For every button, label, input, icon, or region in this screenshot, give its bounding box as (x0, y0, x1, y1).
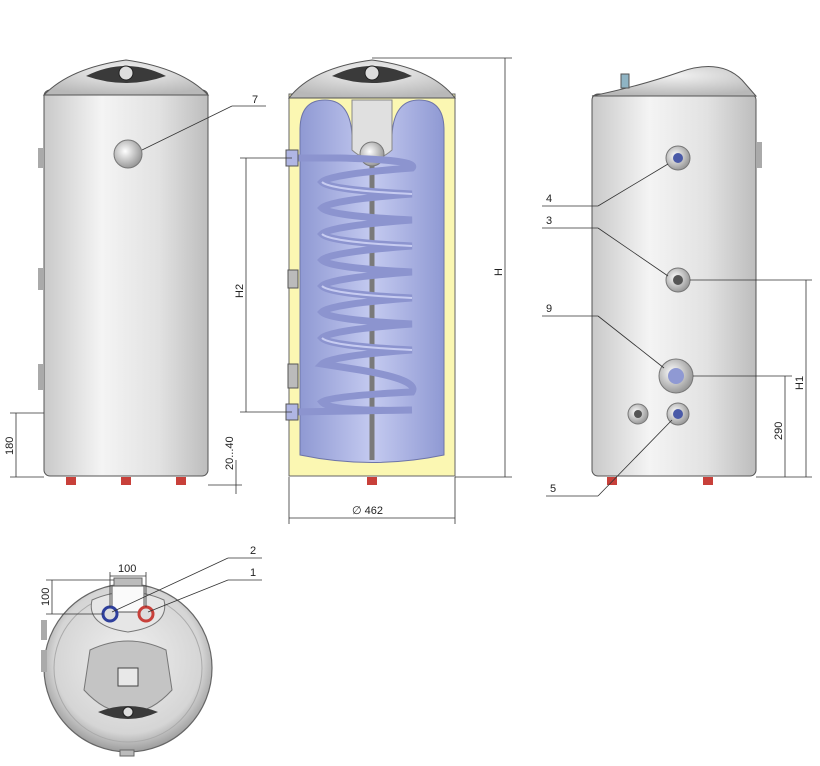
front-view: 7 180 20...40 (4, 59, 266, 494)
callout-5-leader (597, 419, 673, 497)
side-view-port-extra-inner (634, 410, 642, 418)
dim-100-top-label: 100 (118, 563, 136, 575)
callout-3-label: 3 (546, 215, 552, 227)
callout-7-label: 7 (252, 94, 258, 106)
dim-180-label: 180 (4, 437, 16, 455)
side-view-port-3-inner (673, 275, 683, 285)
side-view-foot-1 (607, 477, 617, 485)
callout-2-label: 2 (250, 545, 256, 557)
section-view-side-port-2 (287, 363, 299, 389)
dim-h-label: H (493, 268, 505, 276)
top-view: 100 100 2 1 (40, 545, 262, 757)
dim-100-side-label: 100 (40, 588, 52, 606)
side-view-side-bump (756, 142, 762, 168)
top-view-control-box (117, 667, 139, 687)
top-view-top-tabs (113, 577, 143, 587)
front-view-foot-2 (121, 477, 131, 485)
section-view-side-port-1 (287, 269, 299, 289)
dim-20-40-label: 20...40 (224, 436, 236, 470)
section-view-coil-highlight (321, 181, 413, 351)
side-view-top-connector (620, 73, 630, 89)
top-view-side-bump-1 (41, 620, 47, 640)
callout-1-label: 1 (250, 567, 256, 579)
dim-h1-label: H1 (794, 376, 806, 390)
side-view-top-cap (591, 66, 758, 97)
dim-h2-label: H2 (234, 284, 246, 298)
top-view-side-bump-2 (41, 650, 47, 672)
front-view-foot-3 (176, 477, 186, 485)
callout-2-leader (111, 557, 229, 613)
side-view: 4 3 9 5 H1 290 (542, 66, 812, 497)
front-view-side-bump-2 (38, 268, 44, 290)
side-view-port-9-inner (668, 368, 684, 384)
top-view-bracket (111, 585, 145, 613)
section-view: H2 H ∅ 462 (234, 57, 512, 524)
callout-9-leader (597, 315, 665, 369)
front-view-side-bump-3 (38, 364, 44, 390)
side-view-port-5-inner (673, 409, 683, 419)
top-view-hot-water-connector (137, 605, 155, 623)
front-view-side-bump-1 (38, 148, 44, 168)
top-view-front-knob (122, 706, 134, 718)
callout-4-label: 4 (546, 193, 552, 205)
section-view-control-knob (364, 65, 380, 81)
dim-290-label: 290 (773, 422, 785, 440)
front-view-control-knob (118, 65, 134, 81)
callout-3-leader (597, 227, 669, 277)
top-view-cold-water-connector (101, 605, 119, 623)
side-view-foot-2 (703, 477, 713, 485)
front-view-port-7 (113, 139, 143, 169)
front-view-foot-1 (66, 477, 76, 485)
side-view-port-4-inner (673, 153, 683, 163)
callout-5-label: 5 (550, 483, 556, 495)
callout-1-leader (147, 579, 229, 613)
callout-9-label: 9 (546, 303, 552, 315)
section-view-foot (367, 477, 377, 485)
dim-diameter-label: ∅ 462 (352, 505, 383, 517)
callout-4-leader (597, 163, 669, 207)
top-view-bottom-nub (119, 749, 135, 757)
callout-7-leader (141, 105, 233, 151)
